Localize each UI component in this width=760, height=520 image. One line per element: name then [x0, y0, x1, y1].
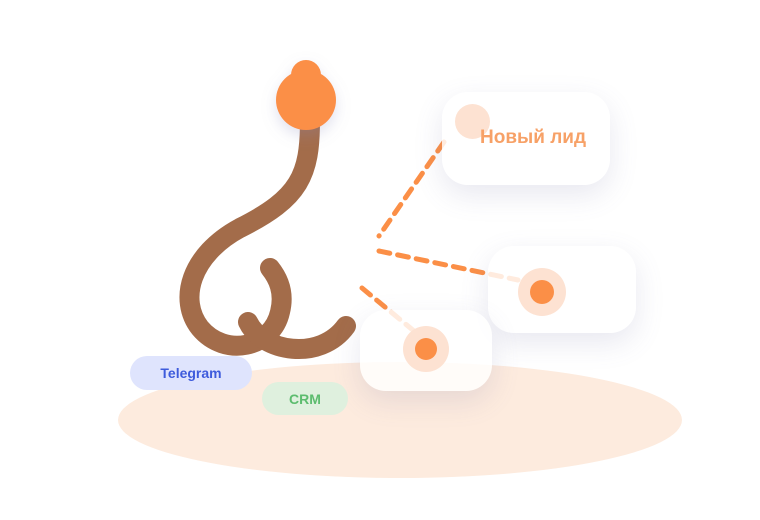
source-node-core	[415, 338, 437, 360]
source-node-icon	[403, 326, 449, 372]
connector-to-lead	[376, 139, 447, 239]
fishing-hook-icon	[179, 110, 356, 359]
bobber-icon	[276, 60, 336, 130]
telegram-badge: Telegram	[130, 356, 252, 390]
new-lead-label: Новый лид	[480, 127, 587, 148]
lead-indicator-dot	[455, 104, 490, 139]
lead-node-card	[488, 246, 636, 333]
crm-badge: CRM	[262, 382, 348, 415]
source-node-card	[360, 310, 492, 391]
new-lead-card: Новый лид	[442, 92, 610, 185]
lead-node-core	[530, 280, 554, 304]
lead-node-icon	[518, 268, 566, 316]
